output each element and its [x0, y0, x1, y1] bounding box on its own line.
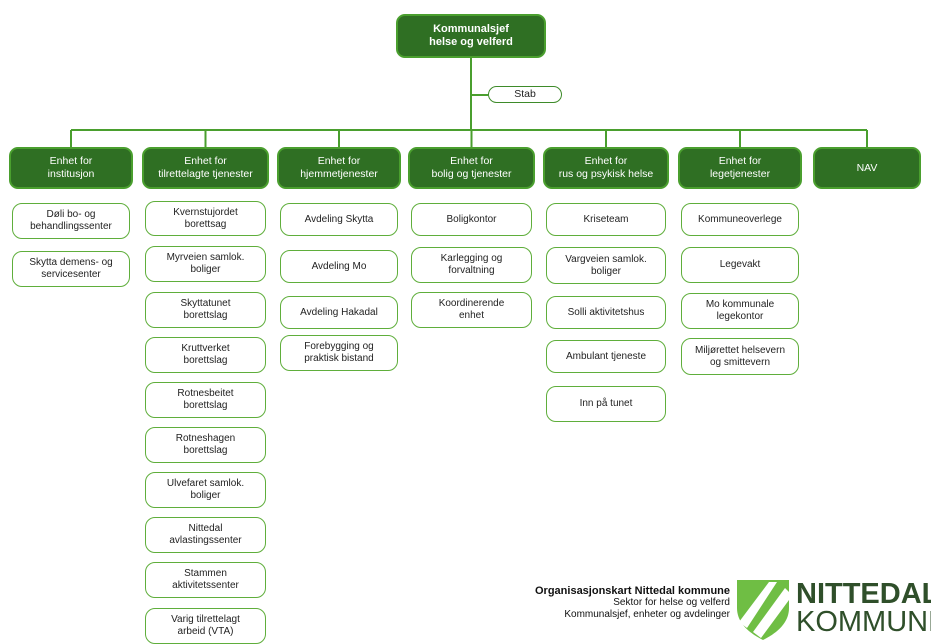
department-label: Boligkontor	[446, 213, 497, 225]
department-box[interactable]: Vargveien samlok. boliger	[546, 247, 666, 284]
department-label: Legevakt	[719, 259, 761, 270]
department-box[interactable]: Kruttverket borettslag	[145, 337, 266, 373]
caption-subtitle: Kommunalsjef, enheter og avdelinger	[564, 609, 730, 620]
department-box[interactable]: Rotneshagen borettslag	[145, 427, 266, 463]
unit-box[interactable]: Enhet for rus og psykisk helse	[543, 147, 669, 189]
department-box[interactable]: Stammen aktivitetssenter	[145, 562, 266, 598]
department-label: Kruttverket borettslag	[181, 343, 230, 366]
department-label: Skyttatunet borettslag	[180, 298, 231, 321]
department-box[interactable]: Miljørettet helsevern og smittevern	[681, 338, 799, 375]
department-box[interactable]: Nittedal avlastingssenter	[145, 517, 266, 553]
department-label: Avdeling Skytta	[304, 213, 374, 225]
unit-box[interactable]: Enhet for institusjon	[9, 147, 133, 189]
department-label: Koordinerende enhet	[438, 298, 505, 321]
department-box[interactable]: Rotnesbeitet borettslag	[145, 382, 266, 418]
unit-label: Enhet for tilrettelagte tjenester	[158, 155, 253, 180]
department-label: Kvernstujordet borettsag	[173, 206, 238, 230]
department-box[interactable]: Kriseteam	[546, 203, 666, 236]
department-box[interactable]: Avdeling Mo	[280, 250, 398, 283]
department-box[interactable]: Avdeling Skytta	[280, 203, 398, 236]
department-box[interactable]: Avdeling Hakadal	[280, 296, 398, 329]
unit-label: Enhet for legetjenester	[709, 155, 771, 180]
department-label: Avdeling Hakadal	[300, 306, 378, 318]
unit-label: Enhet for institusjon	[47, 155, 95, 180]
department-label: Skytta demens- og servicesenter	[29, 257, 113, 280]
department-box[interactable]: Karlegging og forvaltning	[411, 247, 532, 283]
caption-title: Organisasjonskart Nittedal kommune	[535, 585, 730, 597]
chart-caption: Organisasjonskart Nittedal kommune Sekto…	[468, 585, 730, 621]
department-box[interactable]: Varig tilrettelagt arbeid (VTA)	[145, 608, 266, 644]
unit-label: Enhet for bolig og tjenester	[431, 155, 512, 180]
department-label: Forebygging og praktisk bistand	[304, 341, 374, 364]
department-label: Vargveien samlok. boliger	[565, 253, 647, 277]
unit-box[interactable]: Enhet for hjemmetjenester	[277, 147, 401, 189]
stab-box[interactable]: Stab	[488, 86, 562, 103]
department-box[interactable]: Skytta demens- og servicesenter	[12, 251, 130, 287]
department-box[interactable]: Mo kommunale legekontor	[681, 293, 799, 329]
department-box[interactable]: Skyttatunet borettslag	[145, 292, 266, 328]
department-label: Døli bo- og behandlingssenter	[30, 209, 112, 232]
department-box[interactable]: Legevakt	[681, 247, 799, 283]
unit-box[interactable]: NAV	[813, 147, 921, 189]
department-box[interactable]: Solli aktivitetshus	[546, 296, 666, 329]
department-label: Varig tilrettelagt arbeid (VTA)	[171, 614, 240, 637]
department-box[interactable]: Ambulant tjeneste	[546, 340, 666, 373]
department-label: Karlegging og forvaltning	[440, 253, 503, 276]
logo: NITTEDAL KOMMUNE	[796, 578, 931, 638]
department-label: Kommuneoverlege	[698, 213, 782, 225]
department-label: Ulvefaret samlok. boliger	[166, 478, 245, 501]
department-label: Solli aktivitetshus	[567, 306, 645, 318]
department-box[interactable]: Forebygging og praktisk bistand	[280, 335, 398, 371]
unit-label: Enhet for rus og psykisk helse	[558, 155, 654, 180]
department-label: Mo kommunale legekontor	[705, 299, 775, 322]
kommunalsjef-label: Kommunalsjef helse og velferd	[429, 22, 513, 48]
caption-sector: Sektor for helse og velferd	[613, 597, 730, 608]
department-box[interactable]: Kommuneoverlege	[681, 203, 799, 236]
department-box[interactable]: Døli bo- og behandlingssenter	[12, 203, 130, 239]
department-label: Kriseteam	[583, 213, 629, 225]
kommunalsjef-box[interactable]: Kommunalsjef helse og velferd	[396, 14, 546, 58]
logo-name: NITTEDAL	[796, 578, 931, 610]
department-label: Rotnesbeitet borettslag	[177, 388, 234, 411]
unit-box[interactable]: Enhet for tilrettelagte tjenester	[142, 147, 269, 189]
department-box[interactable]: Boligkontor	[411, 203, 532, 236]
department-label: Miljørettet helsevern og smittevern	[694, 344, 786, 368]
department-box[interactable]: Kvernstujordet borettsag	[145, 201, 266, 236]
stab-label: Stab	[514, 88, 536, 101]
department-label: Rotneshagen borettslag	[175, 433, 236, 456]
department-label: Avdeling Mo	[311, 260, 367, 272]
department-box[interactable]: Koordinerende enhet	[411, 292, 532, 328]
unit-label: NAV	[856, 161, 878, 174]
department-label: Ambulant tjeneste	[565, 350, 647, 362]
department-box[interactable]: Ulvefaret samlok. boliger	[145, 472, 266, 508]
logo-sub: KOMMUNE	[796, 606, 931, 638]
department-box[interactable]: Myrveien samlok. boliger	[145, 246, 266, 282]
department-label: Nittedal avlastingssenter	[169, 523, 242, 546]
unit-box[interactable]: Enhet for bolig og tjenester	[408, 147, 535, 189]
department-label: Inn på tunet	[579, 398, 633, 409]
department-label: Myrveien samlok. boliger	[166, 252, 245, 275]
logo-shield-icon	[737, 580, 789, 640]
department-label: Stammen aktivitetssenter	[172, 568, 239, 591]
unit-box[interactable]: Enhet for legetjenester	[678, 147, 802, 189]
unit-label: Enhet for hjemmetjenester	[300, 155, 378, 180]
department-box[interactable]: Inn på tunet	[546, 386, 666, 422]
